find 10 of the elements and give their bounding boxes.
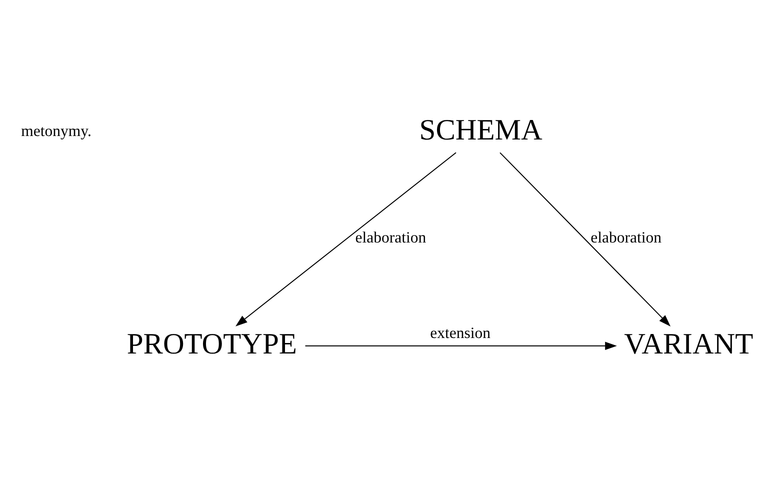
node-text: VARIANT — [624, 328, 754, 360]
edge-label: extension — [430, 324, 491, 342]
arrow — [304, 342, 617, 350]
arrow — [236, 152, 456, 326]
label: metonymy. — [21, 122, 92, 140]
edge-label: elaboration — [355, 230, 426, 247]
edge-label: elaboration — [590, 230, 662, 247]
arrow — [500, 152, 671, 326]
node-text: SCHEMA — [419, 114, 542, 147]
node-text: PROTOTYPE — [126, 328, 297, 360]
